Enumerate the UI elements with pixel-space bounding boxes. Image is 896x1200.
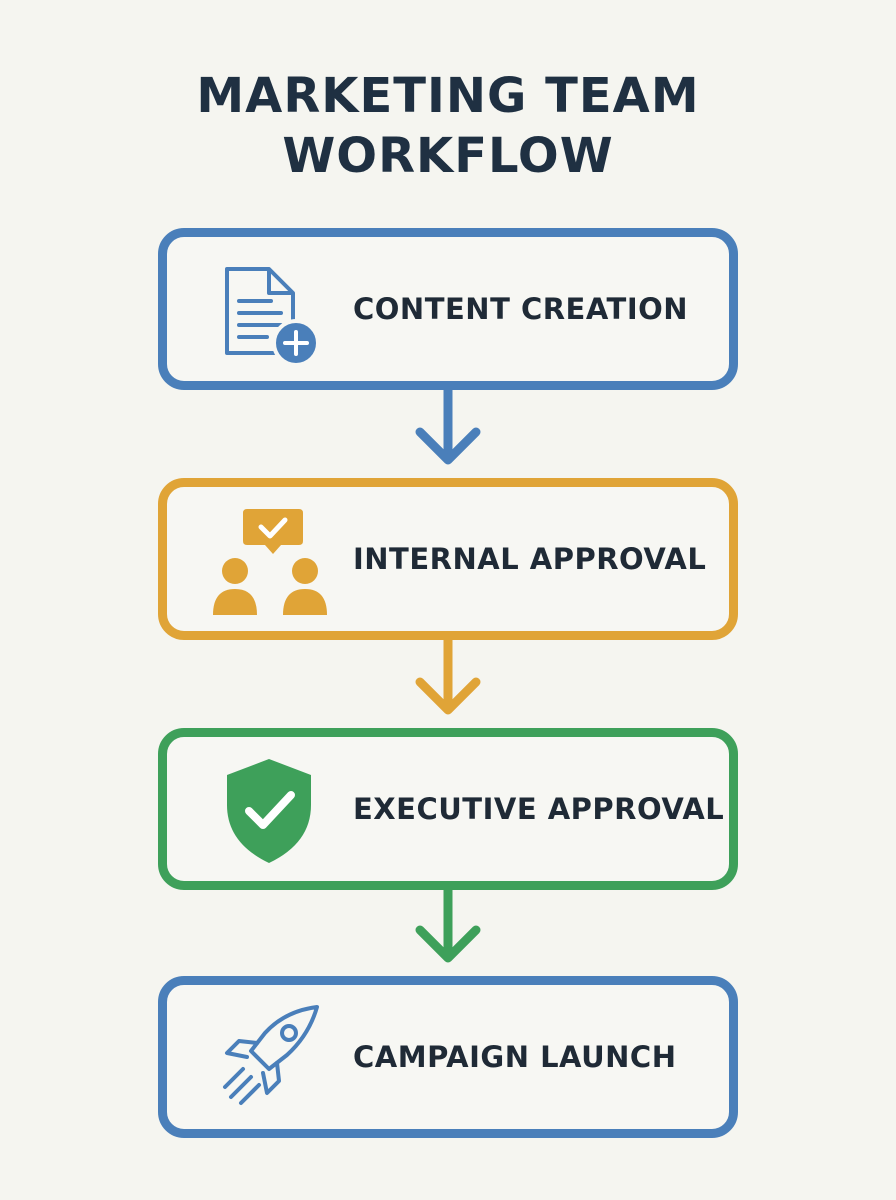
diagram-title: MARKETING TEAM WORKFLOW xyxy=(0,66,896,186)
rocket-icon xyxy=(223,1005,319,1105)
step-label: CONTENT CREATION xyxy=(353,292,689,326)
step-executive-approval: EXECUTIVE APPROVAL xyxy=(158,728,738,890)
team-review-icon xyxy=(213,509,327,615)
step-campaign-launch: CAMPAIGN LAUNCH xyxy=(158,976,738,1138)
step-label: INTERNAL APPROVAL xyxy=(353,542,707,576)
shield-check-icon xyxy=(227,759,311,863)
arrow-1-icon xyxy=(415,381,481,465)
title-line-2: WORKFLOW xyxy=(282,128,614,184)
arrow-3-icon xyxy=(415,880,481,963)
step-label: CAMPAIGN LAUNCH xyxy=(353,1040,677,1074)
title-line-1: MARKETING TEAM xyxy=(196,68,700,124)
step-label: EXECUTIVE APPROVAL xyxy=(353,792,725,826)
arrow-2-icon xyxy=(415,631,481,715)
document-add-icon xyxy=(225,267,320,365)
step-content-creation: CONTENT CREATION xyxy=(158,228,738,390)
step-internal-approval: INTERNAL APPROVAL xyxy=(158,478,738,640)
